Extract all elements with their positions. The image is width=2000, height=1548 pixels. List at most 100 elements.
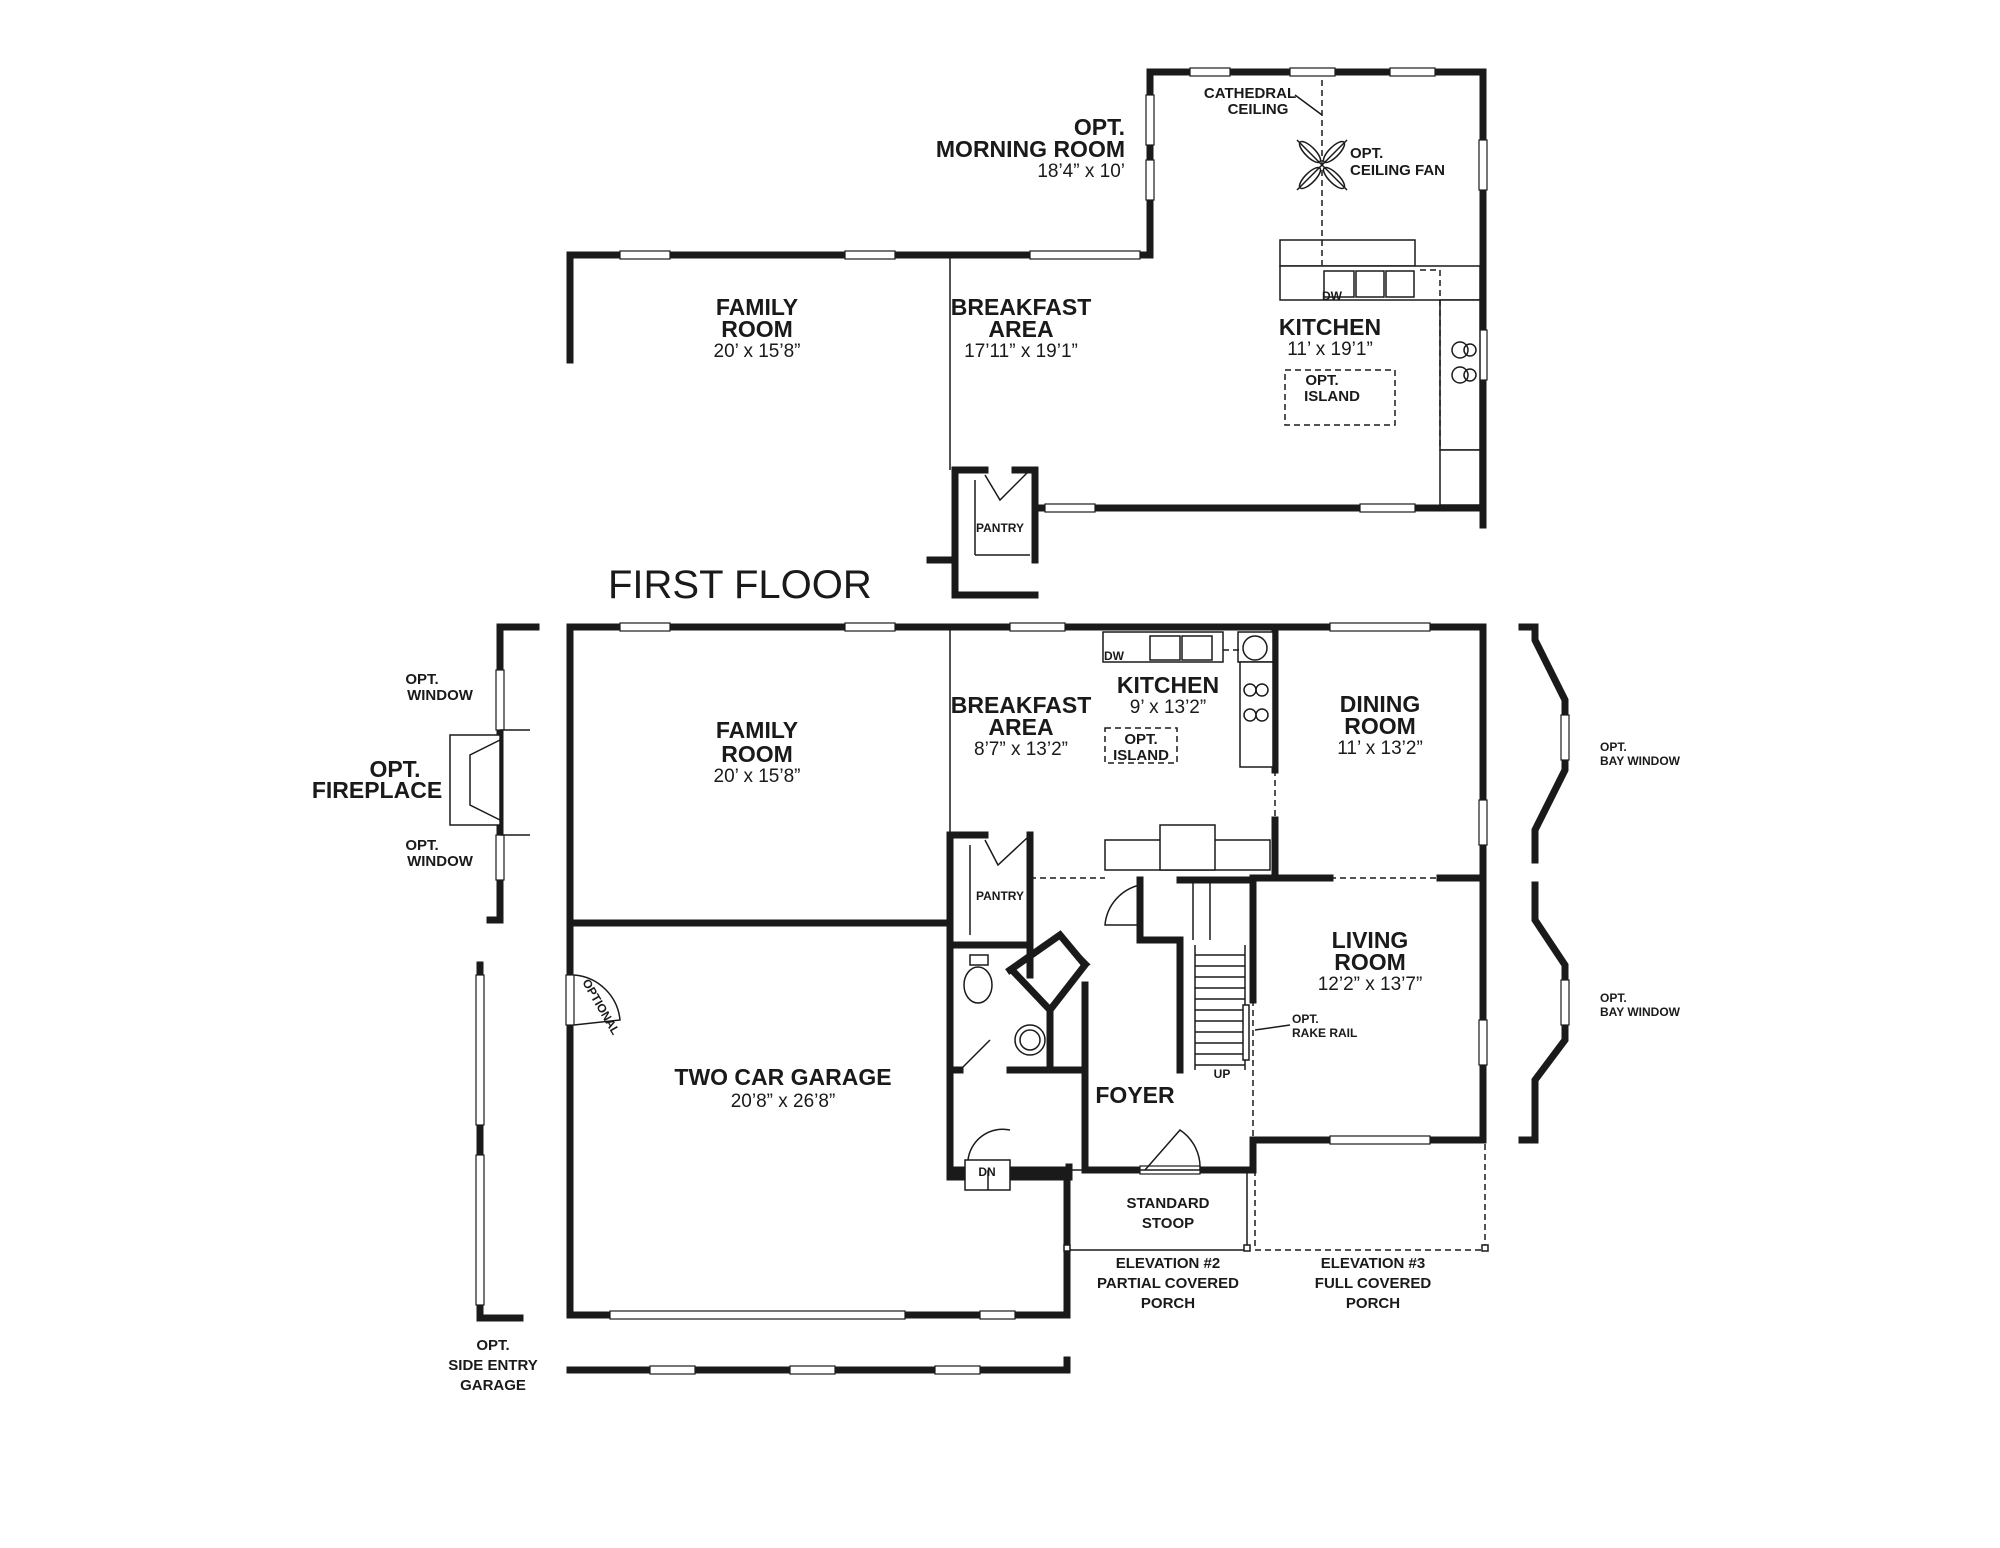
upper-breakfast-area-label-2: AREA [988, 316, 1053, 342]
option-side-entry-garage [475, 961, 1071, 1375]
window [619, 250, 671, 260]
window [1478, 799, 1488, 846]
family-room-label-1: FAMILY [716, 717, 798, 743]
window [1145, 94, 1155, 146]
upper-family-room-label-2: ROOM [721, 316, 793, 342]
garage-label: TWO CAR GARAGE [674, 1064, 891, 1090]
upper-island-label-2: ISLAND [1304, 388, 1360, 405]
upper-kitchen-label: KITCHEN [1279, 314, 1381, 340]
garage-dimensions: 20’8” x 26’8” [731, 1091, 836, 1112]
window [1145, 159, 1155, 201]
foyer-label: FOYER [1095, 1082, 1175, 1108]
living-room-dimensions: 12’2” x 13’7” [1318, 974, 1423, 995]
upper-pantry [926, 466, 1039, 599]
window [844, 622, 896, 632]
upper-kitchen-counters [1279, 239, 1481, 506]
first-floor-opt-island [1104, 727, 1178, 764]
opt-window-top-label-2: WINDOW [407, 687, 474, 704]
morning-room-label-1: OPT. [1074, 114, 1125, 140]
stoop-label-2: STOOP [1142, 1215, 1194, 1232]
elevation-2-label-1: ELEVATION #2 [1116, 1255, 1220, 1272]
window [619, 622, 671, 632]
window [1329, 622, 1431, 632]
window [1478, 1019, 1488, 1066]
opt-window-bottom-label-2: WINDOW [407, 853, 474, 870]
island-label-1: OPT. [1124, 731, 1157, 748]
dining-room-dimensions: 11’ x 13’2” [1337, 738, 1423, 759]
first-floor-kitchen-counters [1102, 631, 1274, 871]
opt-bay-window-1-label-1: OPT. [1600, 740, 1627, 754]
window [1189, 67, 1231, 77]
window [1389, 67, 1436, 77]
ceiling-fan-label-1: OPT. [1350, 145, 1383, 162]
dishwasher-label: DW [1104, 649, 1125, 663]
window [1029, 250, 1141, 260]
living-room-label-1: LIVING [1332, 927, 1409, 953]
cathedral-ceiling-label-1: CATHEDRAL [1204, 85, 1296, 102]
opt-fireplace-label-2: FIREPLACE [312, 777, 442, 803]
window [979, 1310, 1016, 1320]
stair-up-label: UP [1214, 1067, 1231, 1081]
morning-room-label-2: MORNING ROOM [936, 136, 1125, 162]
elevation-2-label-3: PORCH [1141, 1295, 1195, 1312]
floor-title: FIRST FLOOR [608, 563, 872, 607]
opt-side-entry-garage-label-2: SIDE ENTRY [448, 1357, 537, 1374]
morning-room-dimensions: 18’4” x 10’ [1037, 161, 1125, 182]
optional-door-swing [573, 974, 621, 1026]
option-bay-window-2 [1518, 881, 1570, 1144]
basement-stair [964, 1128, 1011, 1191]
family-room-dimensions: 20’ x 15’8” [714, 766, 801, 787]
dining-room-label-1: DINING [1340, 691, 1421, 717]
rake-rail-label-2: RAKE RAIL [1292, 1026, 1357, 1040]
option-left-fireplace [449, 623, 540, 924]
dining-room-label-2: ROOM [1344, 713, 1416, 739]
window [1289, 67, 1336, 77]
front-door [1139, 1129, 1201, 1175]
door-opening [1359, 503, 1416, 513]
ceiling-fan-label-2: CEILING FAN [1350, 162, 1445, 179]
powder-room [946, 930, 1091, 1181]
living-room-label-2: ROOM [1334, 949, 1406, 975]
standard-stoop [1066, 1169, 1248, 1251]
breakfast-area-label-2: AREA [988, 714, 1053, 740]
door-opening [1044, 503, 1096, 513]
kitchen-label: KITCHEN [1117, 672, 1219, 698]
upper-pantry-label: PANTRY [976, 521, 1024, 535]
option-bay-window-1 [1518, 623, 1570, 864]
opt-bay-window-2-label-2: BAY WINDOW [1600, 1005, 1681, 1019]
upper-kitchen-dimensions: 11’ x 19’1” [1287, 339, 1373, 360]
upper-dishwasher-label: DW [1322, 289, 1343, 303]
upper-island-label-1: OPT. [1305, 372, 1338, 389]
stoop-label-1: STANDARD [1126, 1195, 1209, 1212]
opt-window-top-label-1: OPT. [405, 671, 438, 688]
stairs [1104, 876, 1257, 1074]
upper-breakfast-area-label-1: BREAKFAST [951, 294, 1092, 320]
breakfast-area-dimensions: 8’7” x 13’2” [974, 739, 1068, 760]
cathedral-ceiling-label-2: CEILING [1228, 101, 1289, 118]
opt-side-entry-garage-label-1: OPT. [476, 1337, 509, 1354]
first-floor-pantry [946, 831, 1034, 949]
kitchen-dimensions: 9’ x 13’2” [1130, 697, 1206, 718]
opt-bay-window-2-label-1: OPT. [1600, 991, 1627, 1005]
window [1478, 139, 1488, 191]
stair-down-label: DN [978, 1165, 995, 1179]
opt-side-entry-garage-label-3: GARAGE [460, 1377, 526, 1394]
window [1329, 1135, 1431, 1145]
island-label-2: ISLAND [1113, 747, 1169, 764]
upper-opt-island [1284, 369, 1396, 426]
upper-family-room-dimensions: 20’ x 15’8” [714, 341, 801, 362]
upper-option-plan: OPT. MORNING ROOM 18’4” x 10’ CATHEDRAL … [566, 67, 1488, 599]
window [844, 250, 896, 260]
opt-window-bottom-label-1: OPT. [405, 837, 438, 854]
rake-rail-label-1: OPT. [1292, 1012, 1319, 1026]
elevation-3-label-1: ELEVATION #3 [1321, 1255, 1425, 1272]
fireplace-icon [449, 734, 501, 826]
window [609, 1310, 906, 1320]
first-floor-plan [565, 622, 1489, 1320]
elevation-2-label-2: PARTIAL COVERED [1097, 1275, 1239, 1292]
pantry-label: PANTRY [976, 889, 1024, 903]
full-covered-porch-outline [1254, 1140, 1486, 1251]
family-room-label-2: ROOM [721, 741, 793, 767]
opt-fireplace-label-1: OPT. [369, 756, 420, 782]
